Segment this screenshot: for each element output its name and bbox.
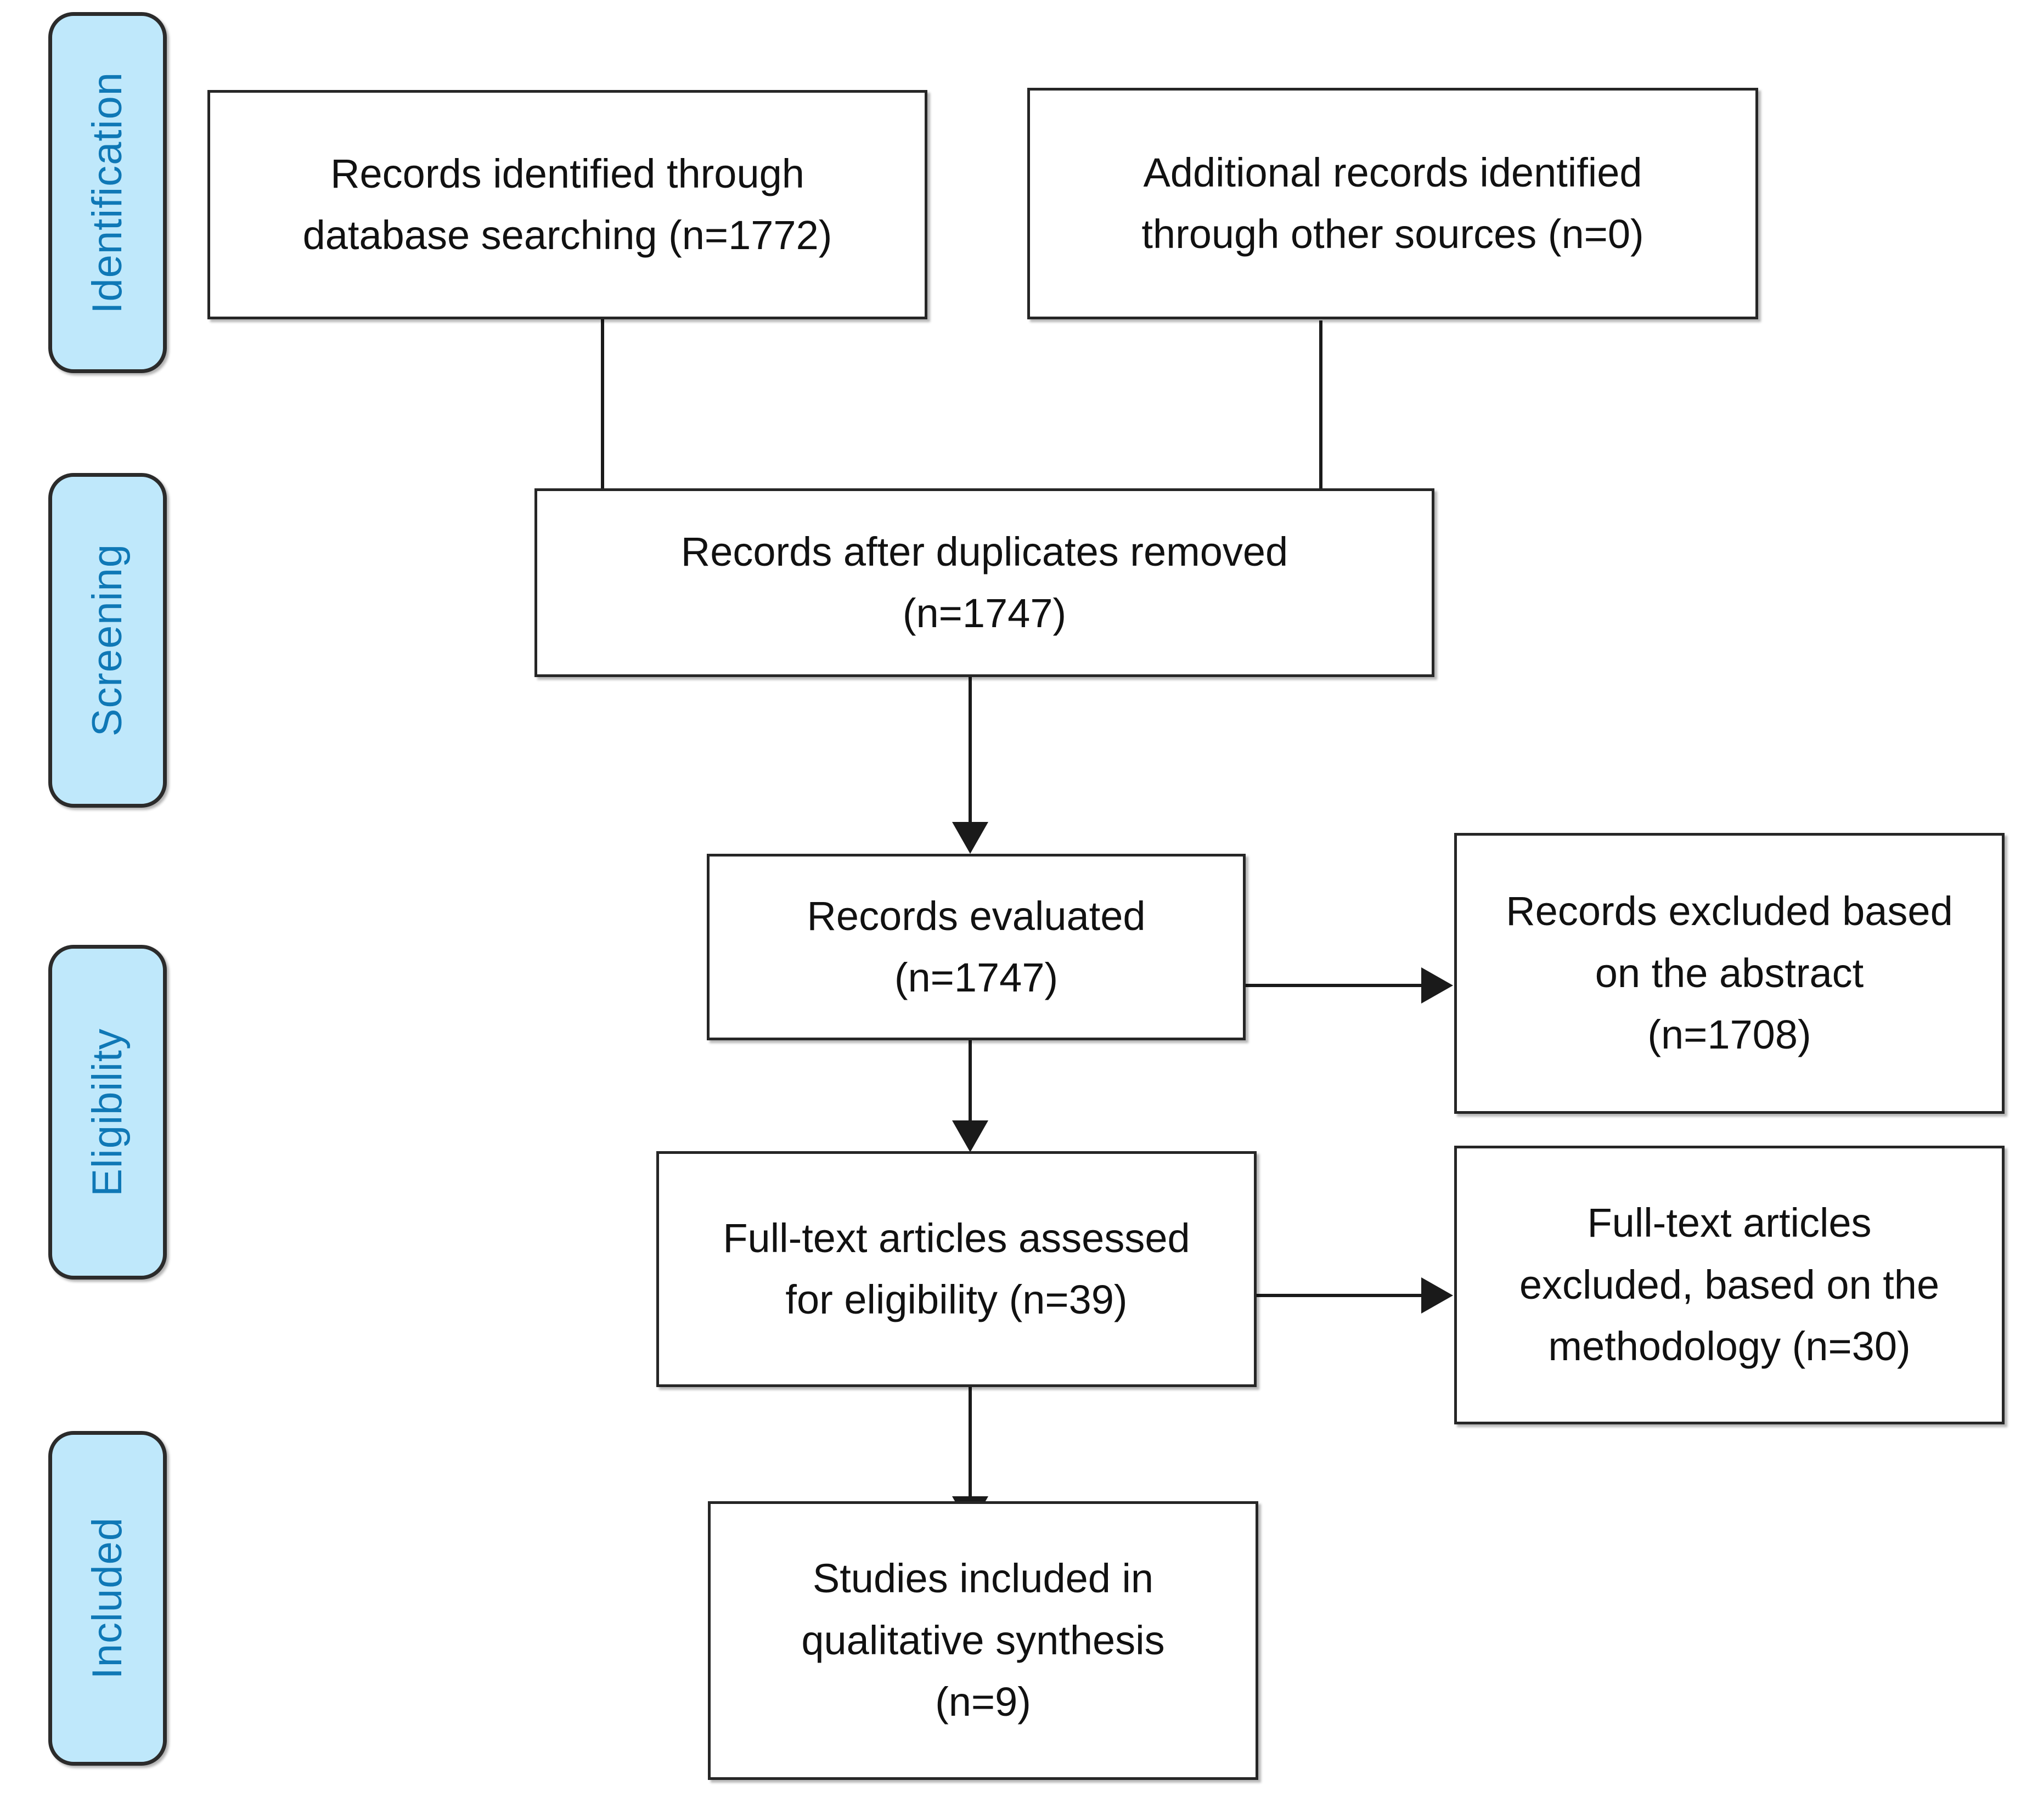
connector-evaluated-to-fulltext xyxy=(969,1039,972,1126)
box-records-excluded-abstract: Records excluded based on the abstract (… xyxy=(1454,833,2005,1114)
stage-pill-eligibility: Eligibility xyxy=(48,945,167,1280)
box-full-text-excluded-methodology: Full-text articles excluded, based on th… xyxy=(1454,1146,2005,1424)
box-text-full-text-assessed: Full-text articles assessed for eligibil… xyxy=(723,1215,1190,1322)
box-text-studies-included-qualitative: Studies included in qualitative synthesi… xyxy=(801,1556,1165,1725)
connector-identified-to-dedup xyxy=(601,317,604,491)
box-text-records-excluded-abstract: Records excluded based on the abstract (… xyxy=(1506,888,1953,1058)
box-text-full-text-excluded-methodology: Full-text articles excluded, based on th… xyxy=(1519,1200,1940,1370)
arrowhead-evaluated-to-excluded-abstract xyxy=(1421,967,1453,1004)
stage-pill-included: Included xyxy=(48,1431,167,1766)
box-records-identified-database: Records identified through database sear… xyxy=(207,90,927,319)
box-full-text-assessed: Full-text articles assessed for eligibil… xyxy=(656,1151,1257,1387)
stage-pill-identification: Identification xyxy=(48,12,167,373)
box-records-evaluated: Records evaluated (n=1747) xyxy=(707,854,1246,1040)
connector-dedup-to-evaluated xyxy=(969,677,972,826)
box-studies-included-qualitative: Studies included in qualitative synthesi… xyxy=(708,1501,1258,1780)
arrowhead-dedup-to-evaluated xyxy=(952,822,988,854)
arrowhead-evaluated-to-fulltext xyxy=(952,1120,988,1152)
connector-fulltext-to-excluded-methodology xyxy=(1256,1294,1426,1297)
box-records-after-duplicates-removed: Records after duplicates removed (n=1747… xyxy=(534,488,1434,677)
stage-pill-screening: Screening xyxy=(48,473,167,808)
stage-label-screening: Screening xyxy=(84,544,131,737)
box-text-records-evaluated: Records evaluated (n=1747) xyxy=(807,893,1146,1000)
box-text-additional-records-other-sources: Additional records identified through ot… xyxy=(1141,149,1644,257)
connector-evaluated-to-excluded-abstract xyxy=(1245,984,1426,987)
stage-label-eligibility: Eligibility xyxy=(84,1028,131,1197)
arrowhead-fulltext-to-excluded-methodology xyxy=(1421,1277,1453,1314)
stage-label-identification: Identification xyxy=(84,71,131,314)
stage-label-included: Included xyxy=(84,1517,131,1680)
box-text-records-after-duplicates-removed: Records after duplicates removed (n=1747… xyxy=(680,528,1288,636)
connector-additional-to-dedup xyxy=(1319,320,1322,491)
connector-fulltext-to-included xyxy=(969,1387,972,1501)
box-additional-records-other-sources: Additional records identified through ot… xyxy=(1027,88,1758,319)
box-text-records-identified-database: Records identified through database sear… xyxy=(302,150,832,258)
